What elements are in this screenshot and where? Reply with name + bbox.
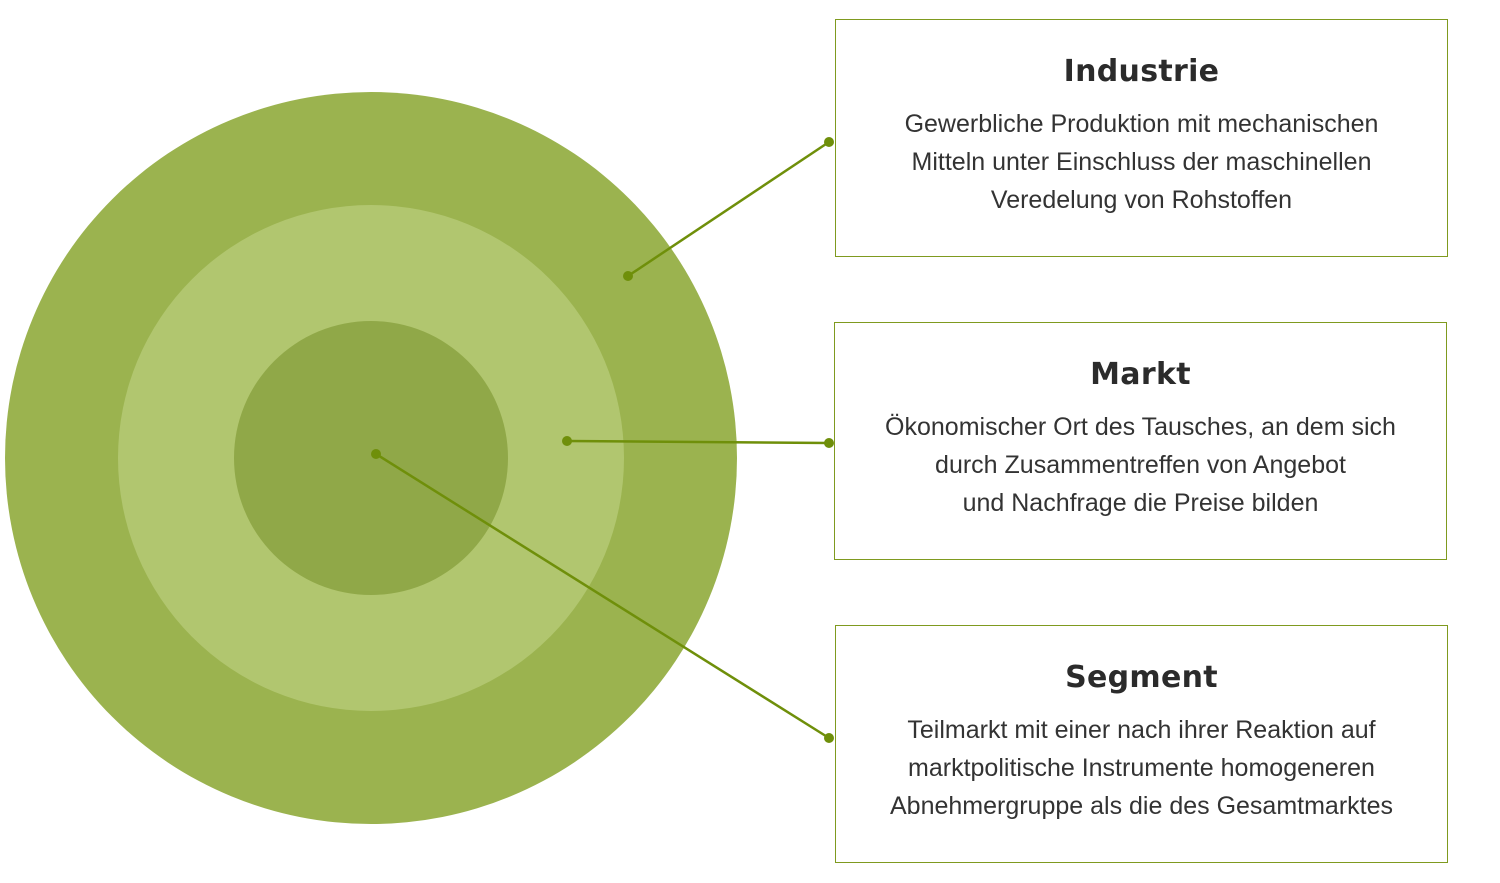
info-box-segment: Segment Teilmarkt mit einer nach ihrer R… <box>835 625 1448 863</box>
connector-segment-end-dot <box>824 733 834 743</box>
box-description-industrie: Gewerbliche Produktion mit mechanischen … <box>904 110 1379 214</box>
box-title-markt: Markt <box>1090 357 1191 392</box>
info-box-industrie: Industrie Gewerbliche Produktion mit mec… <box>835 19 1448 257</box>
box-title-segment: Segment <box>1065 660 1218 695</box>
box-description-markt: Ökonomischer Ort des Tausches, an dem si… <box>885 413 1396 517</box>
box-description-segment: Teilmarkt mit einer nach ihrer Reaktion … <box>889 716 1394 820</box>
connector-markt-end-dot <box>824 438 834 448</box>
connector-markt-start-dot <box>562 436 572 446</box>
info-box-markt: Markt Ökonomischer Ort des Tausches, an … <box>834 322 1447 560</box>
inner-circle-segment <box>234 321 508 595</box>
connector-markt <box>566 439 830 445</box>
connector-industrie-end-dot <box>824 137 834 147</box>
connector-segment-start-dot <box>371 449 381 459</box>
box-title-industrie: Industrie <box>1063 54 1220 89</box>
connector-segment <box>375 452 830 740</box>
connector-industrie-start-dot <box>623 271 633 281</box>
connector-industrie <box>627 140 830 278</box>
